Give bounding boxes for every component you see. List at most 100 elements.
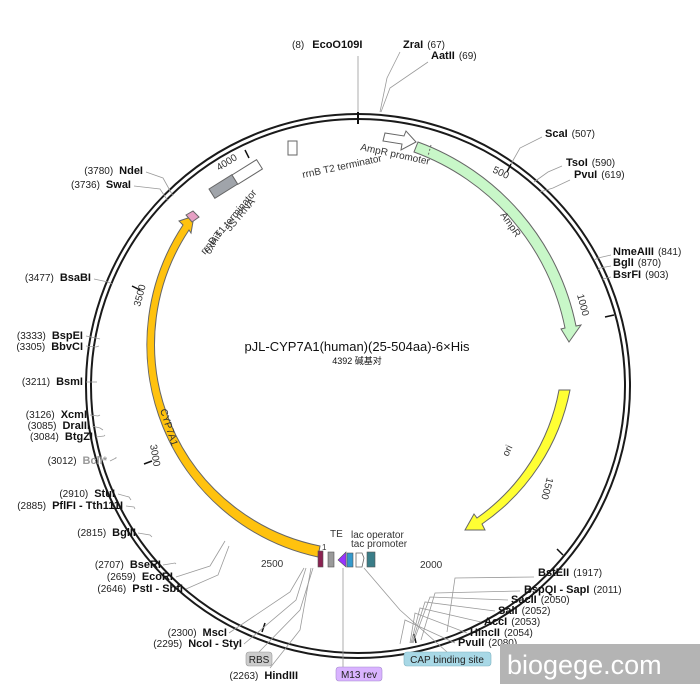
badge-rbs-box <box>245 651 273 667</box>
tick-label-500: 500 <box>491 165 511 182</box>
tick-4000 <box>244 149 250 159</box>
leader-bspqi <box>420 590 521 641</box>
site-bspqi-sapi: BspQI - SapI(2011) <box>524 584 622 596</box>
plasmid-title: pJL-CYP7A1(human)(25-504aa)-6×His <box>244 339 470 354</box>
site-hincii: HincII(2054) <box>470 627 533 639</box>
feature-rrnb-t2 <box>287 140 298 156</box>
feature-intron <box>317 550 324 568</box>
site-bsrfi: BsrFI(903) <box>613 269 668 281</box>
site-bsmi: (3211)BsmI <box>22 376 83 388</box>
site-xcmi: (3126)XcmI <box>26 409 87 421</box>
site-sali: SalI(2052) <box>498 605 550 617</box>
tick-label-2500: 2500 <box>261 559 284 570</box>
site-ncoi-styi: (2295)NcoI - StyI <box>153 638 242 650</box>
feature-rrnb-t1 <box>231 158 264 186</box>
leader-cap-site <box>363 567 448 653</box>
feature-cyp7a1 <box>146 215 321 558</box>
site-hindiii: (2263)HindIII <box>229 670 298 682</box>
label-rrnb-t2: rrnB T2 terminator <box>301 153 383 181</box>
badge-cap-binding-site: CAP binding site <box>403 651 492 667</box>
site-zrai: ZraI(67) <box>403 39 445 51</box>
site-msci: (2300)MscI <box>168 627 227 639</box>
leader-ncoi <box>243 567 307 645</box>
badge-m13-rev-box <box>335 666 383 682</box>
site-bseri: (2707)BseRI <box>95 559 161 571</box>
leader-btgzi <box>95 434 106 438</box>
leader-hindiii <box>269 567 312 669</box>
site-bbvci: (3305)BbvCI <box>16 341 83 353</box>
leader-psti <box>185 545 230 590</box>
leader-nmeaiii <box>593 254 612 261</box>
tick-3500 <box>131 285 141 291</box>
feature-te <box>327 551 335 568</box>
site-labels-left: (3780)NdeI (3736)SwaI (3477)BsaBI (3333)… <box>16 165 298 682</box>
leader-aatii <box>380 61 429 113</box>
site-tsoi: TsoI(590) <box>566 157 615 169</box>
site-nmeaiii: NmeAIII(841) <box>613 246 681 258</box>
leader-bspei <box>85 335 101 340</box>
leader-pflfi <box>125 505 136 510</box>
leader-pvui <box>539 179 571 193</box>
leader-acci <box>410 607 482 644</box>
feature-m13-rev <box>337 551 347 568</box>
plasmid-length: 4392 碱基对 <box>332 355 382 366</box>
leader-scai <box>510 136 543 165</box>
leader-sali <box>411 601 496 644</box>
leader-swai <box>133 185 169 202</box>
site-bsteii: BstEII(1917) <box>538 567 602 579</box>
site-bsabi: (3477)BsaBI <box>25 272 91 284</box>
site-bgli: BglI(870) <box>613 257 661 269</box>
badge-m13-rev: M13 rev <box>335 666 383 682</box>
tick-marks <box>131 149 615 644</box>
leader-zrai <box>379 51 401 113</box>
site-ecoo109i: (8)EcoO109I <box>292 39 362 51</box>
leader-bglii <box>137 532 153 538</box>
tick-3000 <box>143 460 153 465</box>
site-aatii: AatII(69) <box>431 50 477 62</box>
site-ndei: (3780)NdeI <box>84 165 143 177</box>
site-bglii: (2815)BglII <box>77 527 136 539</box>
feature-ampr <box>413 141 583 343</box>
site-psti-sbfi: (2646)PstI - SbfI <box>97 583 183 595</box>
leader-hincii <box>409 612 468 644</box>
label-te: TE <box>330 529 343 540</box>
leader-bsteii <box>446 576 535 633</box>
leader-stui <box>117 493 132 501</box>
label-lac-operator: lac operator <box>351 530 404 541</box>
leader-xcmi <box>89 414 101 417</box>
tick-label-4000: 4000 <box>215 152 240 173</box>
leader-tsoi <box>533 165 563 183</box>
badge-rbs: RBS <box>245 651 273 667</box>
label-ori: ori <box>501 444 516 459</box>
site-pflfi-tth111i: (2885)PflFI - Tth111I <box>17 500 123 512</box>
leader-bseri <box>162 562 177 566</box>
watermark-box <box>500 644 700 684</box>
watermark-text: biogege.com <box>507 650 662 680</box>
site-sacii: SacII(2050) <box>511 594 570 606</box>
tick-500 <box>506 163 512 173</box>
leader-bgli <box>597 265 612 271</box>
feature-ampr-promoter <box>382 130 417 151</box>
badge-cap-binding-site-label: CAP binding site <box>410 655 484 666</box>
site-scai: ScaI(507) <box>545 128 595 140</box>
feature-rrna-5s <box>208 174 239 200</box>
tick-label-1500: 1500 <box>538 476 554 501</box>
site-labels-right: (8)EcoO109I ZraI(67) AatII(69) ScaI(507)… <box>292 39 681 649</box>
feature-tac-promoter <box>366 551 376 568</box>
tick-label-3000: 3000 <box>147 444 162 468</box>
leader-pvuii <box>399 619 456 645</box>
leader-rbs <box>258 567 314 653</box>
tick-1000 <box>604 314 615 318</box>
feature-6xhis <box>185 210 200 223</box>
badge-rbs-label: RBS <box>249 655 270 666</box>
site-ecori: (2659)EcoRI <box>107 571 173 583</box>
feature-lac-operator <box>346 552 354 568</box>
badge-cap-binding-site-box <box>403 651 492 667</box>
site-pvui: PvuI(619) <box>574 169 625 181</box>
tick-label-2000: 2000 <box>420 560 443 571</box>
site-bspei: (3333)BspEI <box>17 330 83 342</box>
ampr-segment-marker <box>427 144 432 157</box>
site-pvuii: PvuII(2080) <box>458 637 517 649</box>
